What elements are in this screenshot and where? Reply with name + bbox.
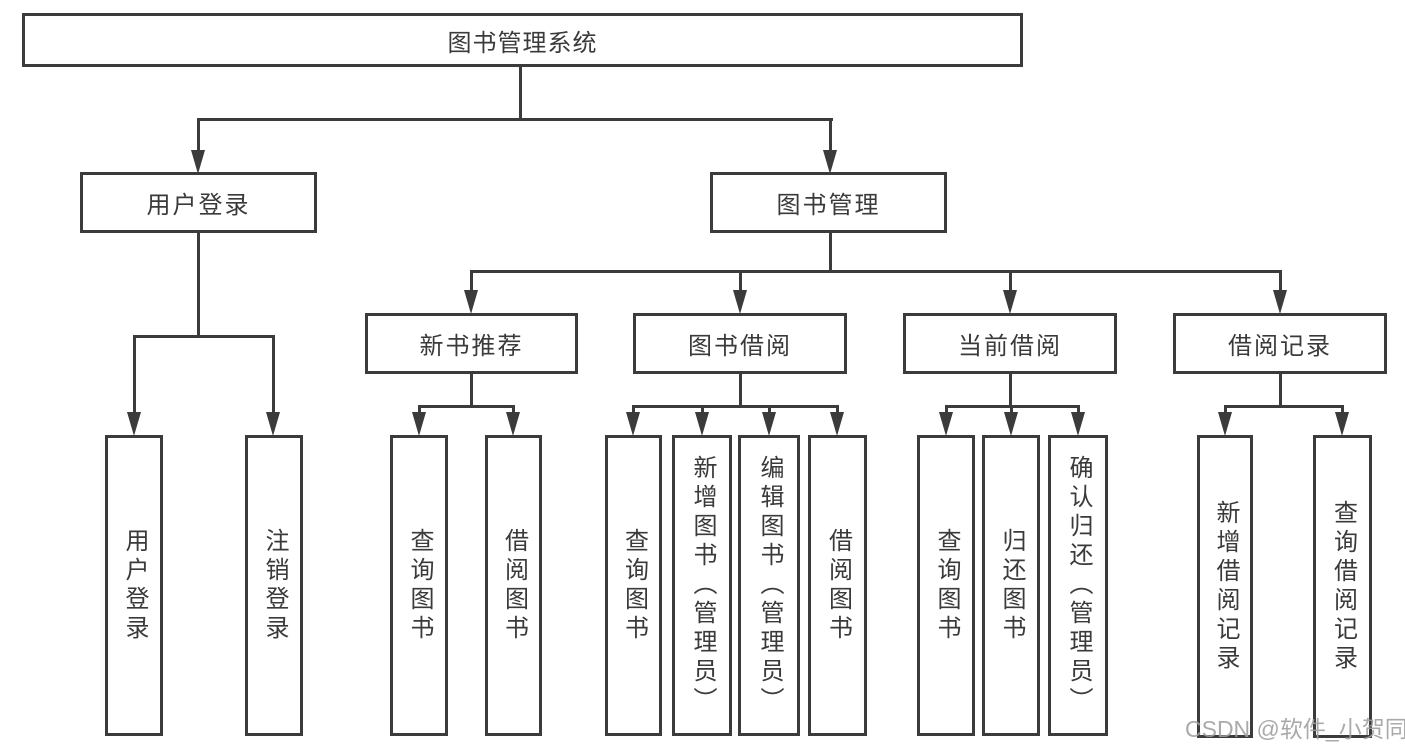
csdn-watermark: CSDN @软件_小贺同学 [1185,716,1405,742]
connector-leaf-stem [768,405,771,413]
connector-newbook-hline [418,405,515,408]
connector-borrow-hline [632,405,839,408]
connector-current-stem [1009,373,1012,407]
node-borrowing-records-label: 借阅记录 [1228,333,1332,360]
arrow-down-icon [1218,412,1232,436]
leaf-confirm-return-admin: 确认归还（管理员） [1048,435,1108,736]
leaf-query-books-current: 查询图书 [917,435,975,736]
connector-leaf-stem [701,405,704,413]
connector-l3-drop1 [470,270,473,292]
arrow-down-icon [191,150,205,174]
arrow-down-icon [1071,412,1085,436]
leaf-query-books-borrowing: 查询图书 [605,435,662,736]
connector-l3-hline [470,270,1282,273]
arrow-down-icon [127,412,141,436]
connector-userlogin-drop1 [133,335,136,414]
connector-borrow-stem [739,373,742,407]
connector-leaf-stem [945,405,948,413]
arrow-down-icon [1273,290,1287,314]
leaf-user-login: 用户登录 [105,435,163,736]
arrow-down-icon [830,412,844,436]
connector-userlogin-hline [133,335,275,338]
node-root-label: 图书管理系统 [447,29,598,57]
node-new-book-recommend: 新书推荐 [365,313,578,374]
leaf-edit-books-admin: 编辑图书（管理员） [738,435,800,736]
connector-leaf-stem [1010,405,1013,413]
connector-bookmgmt-stem [829,233,832,272]
arrow-down-icon [762,412,776,436]
connector-root-stem [519,67,522,120]
arrow-down-icon [1335,412,1349,436]
arrow-down-icon [733,290,747,314]
node-new-book-recommend-label: 新书推荐 [419,333,524,360]
node-book-borrowing-label: 图书借阅 [688,333,792,360]
arrow-down-icon [412,412,426,436]
arrow-down-icon [939,412,953,436]
connector-l2-drop-left [197,118,200,152]
connector-leaf-stem [512,405,515,413]
connector-userlogin-stem [197,233,200,337]
node-current-borrowing-label: 当前借阅 [958,333,1062,360]
arrow-down-icon [266,412,280,436]
node-root: 图书管理系统 [22,13,1023,67]
connector-leaf-stem [1224,405,1227,413]
connector-leaf-stem [418,405,421,413]
node-book-borrowing: 图书借阅 [633,313,847,374]
connector-leaf-stem [632,405,635,413]
arrow-down-icon [695,412,709,436]
node-book-management-label: 图书管理 [776,192,881,219]
node-current-borrowing: 当前借阅 [903,313,1117,374]
connector-l3-drop2 [739,270,742,292]
connector-userlogin-drop2 [272,335,275,414]
connector-records-hline [1224,405,1344,408]
connector-newbook-stem [470,373,473,407]
leaf-logout: 注销登录 [245,435,303,736]
node-book-management: 图书管理 [710,172,947,233]
connector-leaf-stem [1077,405,1080,413]
connector-leaf-stem [1341,405,1344,413]
node-user-login-label: 用户登录 [146,192,251,219]
leaf-borrow-books: 借阅图书 [808,435,867,736]
leaf-add-books-admin: 新增图书（管理员） [672,435,732,736]
arrow-down-icon [823,150,837,174]
arrow-down-icon [506,412,520,436]
connector-l2-drop-right [829,118,832,152]
arrow-down-icon [1004,412,1018,436]
arrow-down-icon [626,412,640,436]
leaf-return-books: 归还图书 [982,435,1040,736]
connector-l3-drop4 [1279,270,1282,292]
leaf-query-borrow-record: 查询借阅记录 [1313,435,1372,738]
node-borrowing-records: 借阅记录 [1173,313,1387,374]
connector-l2-hline [197,118,833,121]
connector-leaf-stem [836,405,839,413]
connector-l3-drop3 [1009,270,1012,292]
arrow-down-icon [1003,290,1017,314]
leaf-add-borrow-record: 新增借阅记录 [1197,435,1253,738]
node-user-login: 用户登录 [80,172,317,233]
leaf-query-books-recommend: 查询图书 [390,435,448,736]
leaf-borrow-books-recommend: 借阅图书 [485,435,542,736]
connector-records-stem [1279,373,1282,407]
arrow-down-icon [464,290,478,314]
